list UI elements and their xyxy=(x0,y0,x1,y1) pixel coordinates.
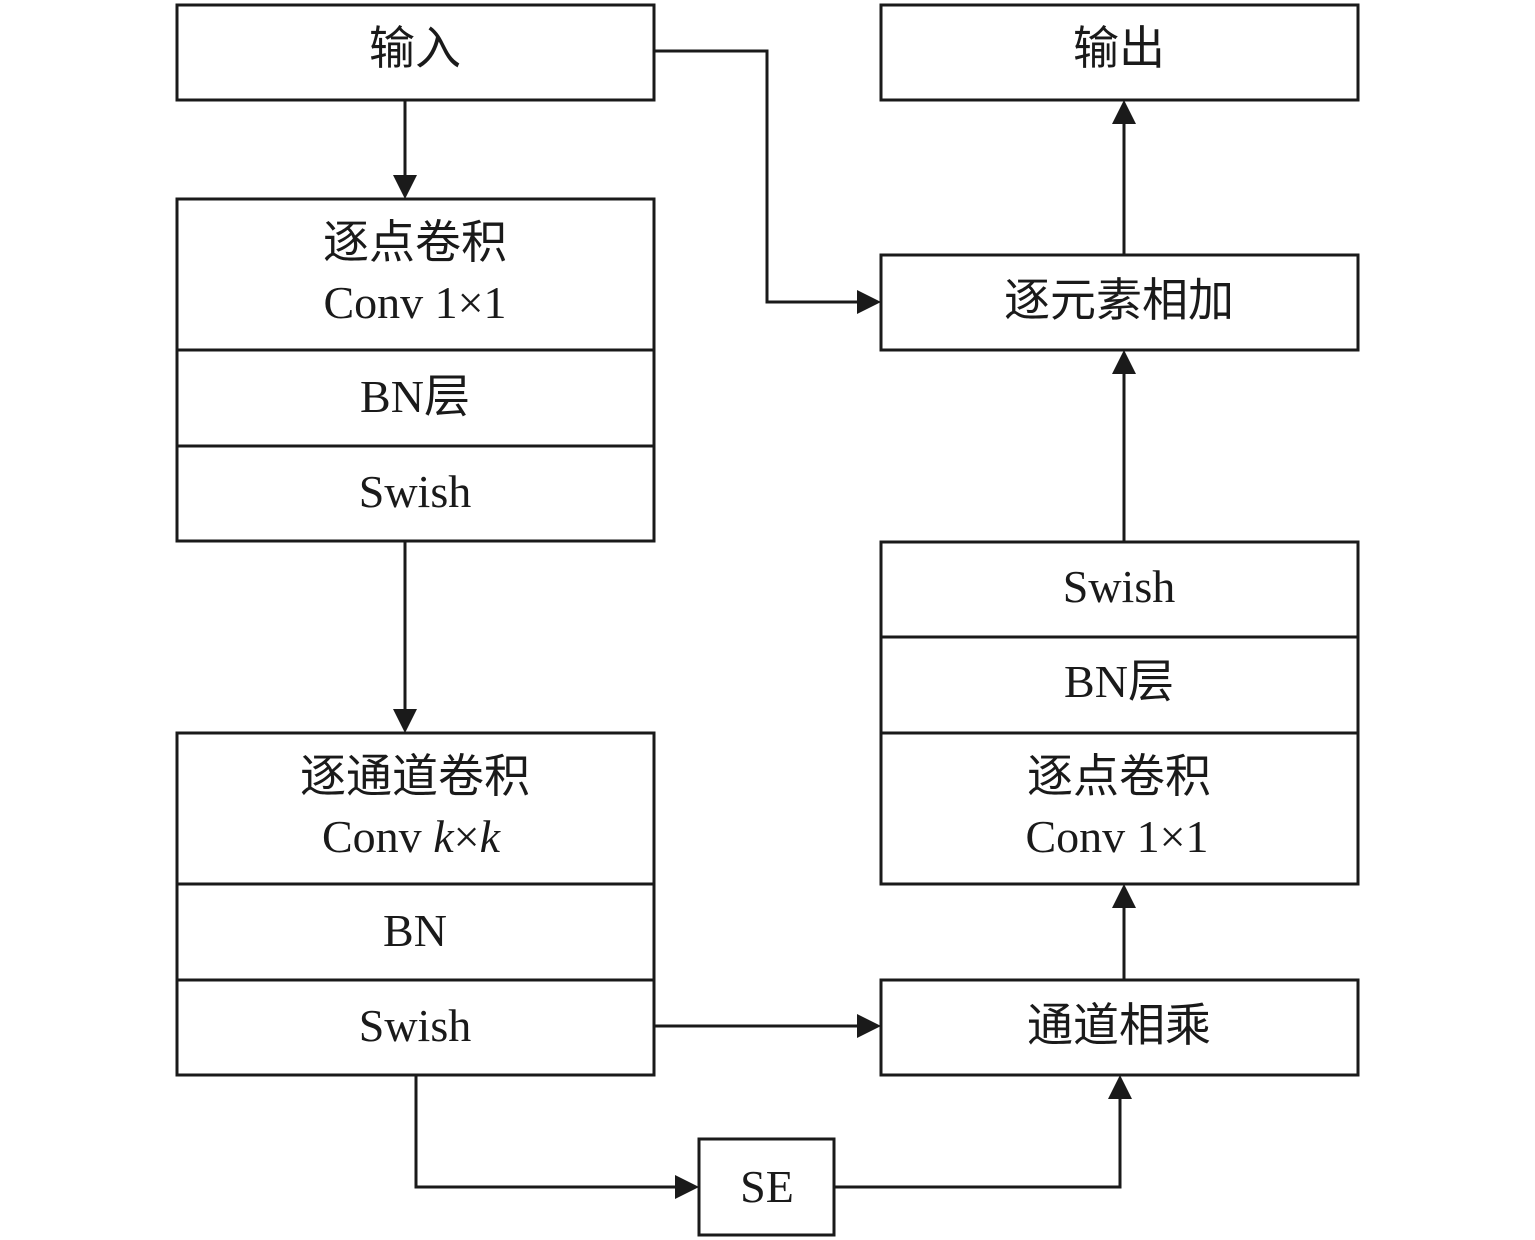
channel-multiply-label: 通道相乘 xyxy=(1027,1000,1211,1051)
depthwise-conv-block: 逐通道卷积 Conv k×k BN Swish xyxy=(175,731,656,1077)
arrow-swish-to-se xyxy=(414,1075,680,1189)
elementwise-add-node: 逐元素相加 xyxy=(879,253,1360,352)
channel-multiply-node: 通道相乘 xyxy=(879,978,1360,1077)
arrowhead xyxy=(1108,1075,1132,1099)
swish-label-3: Swish xyxy=(1063,561,1175,612)
conv-prefix: Conv xyxy=(322,811,433,862)
arrowhead xyxy=(857,290,881,314)
bn-layer-label: BN层 xyxy=(360,371,470,422)
bn-label: BN xyxy=(383,905,447,956)
pointwise-conv-label-2: 逐点卷积 xyxy=(1027,751,1211,802)
swish-label: Swish xyxy=(359,466,471,517)
input-label: 输入 xyxy=(369,23,461,74)
arrow-se-to-multiply xyxy=(834,1094,1122,1189)
pointwise-conv-label: 逐点卷积 xyxy=(323,217,507,268)
arrowhead xyxy=(857,1014,881,1038)
kernel-k1: k xyxy=(433,811,455,862)
pointwise-conv-spec: Conv 1×1 xyxy=(323,277,506,328)
depthwise-conv-label: 逐通道卷积 xyxy=(300,751,530,802)
times-sign: × xyxy=(454,811,480,862)
arrowhead xyxy=(393,175,417,199)
input-node: 输入 xyxy=(175,3,656,102)
depthwise-conv-spec: Conv k×k xyxy=(322,811,502,862)
output-label: 输出 xyxy=(1073,23,1165,74)
se-node: SE xyxy=(697,1137,836,1237)
kernel-k2: k xyxy=(480,811,502,862)
arrowhead xyxy=(1112,884,1136,908)
pointwise-conv-block-1: 逐点卷积 Conv 1×1 BN层 Swish xyxy=(175,197,656,543)
arrowhead xyxy=(393,709,417,733)
pointwise-conv-spec-2: Conv 1×1 xyxy=(1025,811,1208,862)
bn-layer-label-2: BN层 xyxy=(1064,656,1174,707)
arrow-skip-connection xyxy=(654,49,862,304)
pointwise-conv-block-2: Swish BN层 逐点卷积 Conv 1×1 xyxy=(879,540,1360,886)
swish-label-2: Swish xyxy=(359,1000,471,1051)
se-label: SE xyxy=(740,1161,794,1212)
output-node: 输出 xyxy=(879,3,1360,102)
arrowhead xyxy=(675,1175,699,1199)
connectors xyxy=(393,49,1136,1199)
arrowhead xyxy=(1112,350,1136,374)
elementwise-add-label: 逐元素相加 xyxy=(1004,275,1234,326)
arrowhead xyxy=(1112,100,1136,124)
